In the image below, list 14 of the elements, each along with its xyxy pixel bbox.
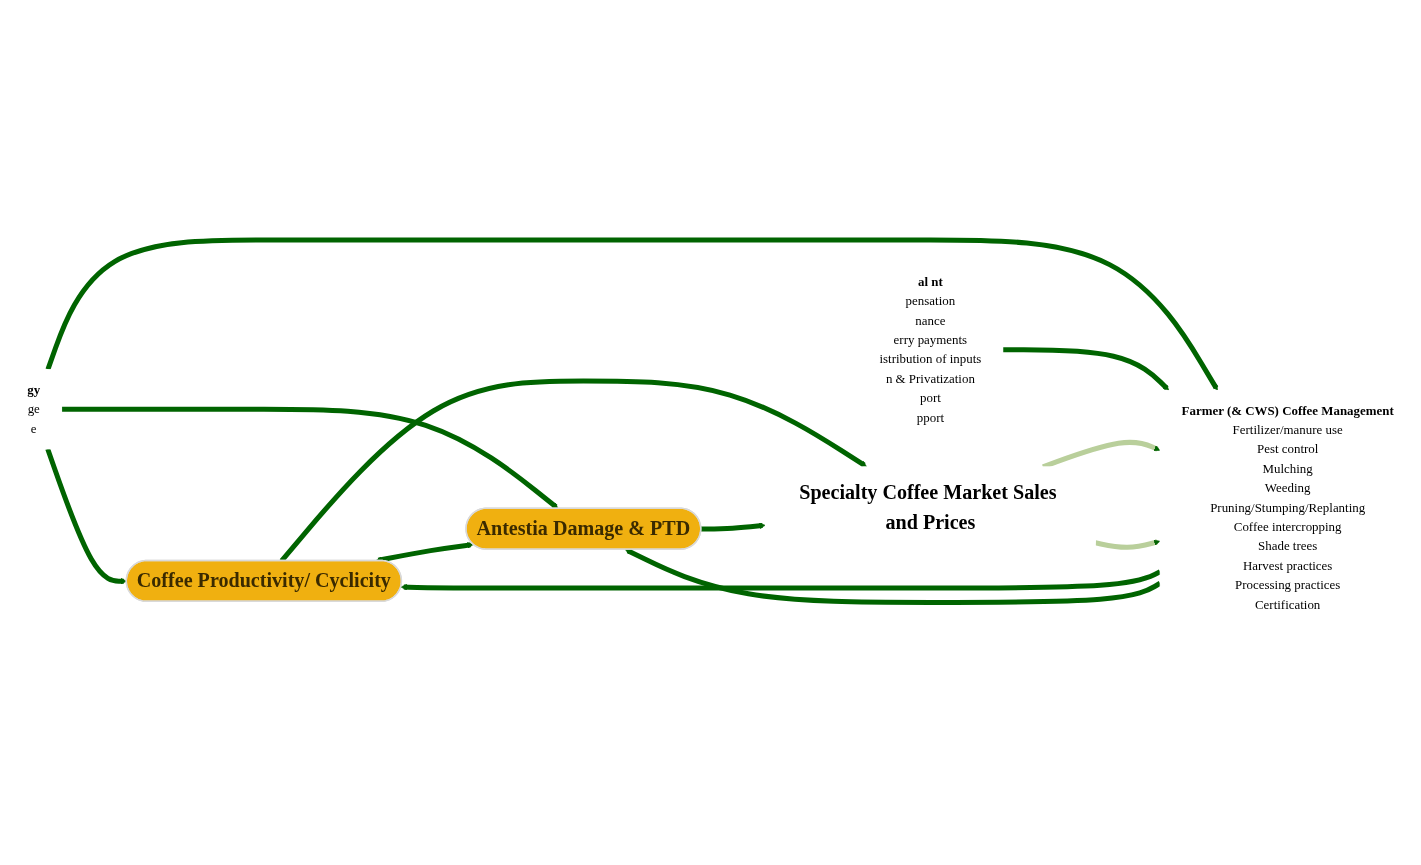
arrow bbox=[61, 406, 559, 509]
arrow bbox=[400, 569, 1162, 591]
arrow bbox=[279, 378, 867, 563]
node-text: al nt pensation nance erry payments istribution of inputs n & Privatization port pport bbox=[879, 274, 982, 425]
node-text: Specialty Coffee Market Sales and Prices bbox=[799, 481, 1057, 534]
arrow bbox=[1002, 347, 1170, 391]
arrow bbox=[375, 542, 474, 563]
arrow bbox=[624, 548, 1162, 605]
arrow bbox=[45, 448, 127, 585]
arrow bbox=[701, 522, 766, 532]
node-text: Farmer (& CWS) Coffee Management Fertilizer/manure use Pest control Mulching Weeding Pruning/Stumping/Replanting Coffee intercropping Shade trees Harvest practices Processing practices Certification bbox=[1181, 403, 1394, 612]
node-text: gy ge e bbox=[27, 382, 41, 436]
arrow bbox=[1094, 539, 1161, 550]
arrow bbox=[45, 237, 1219, 391]
